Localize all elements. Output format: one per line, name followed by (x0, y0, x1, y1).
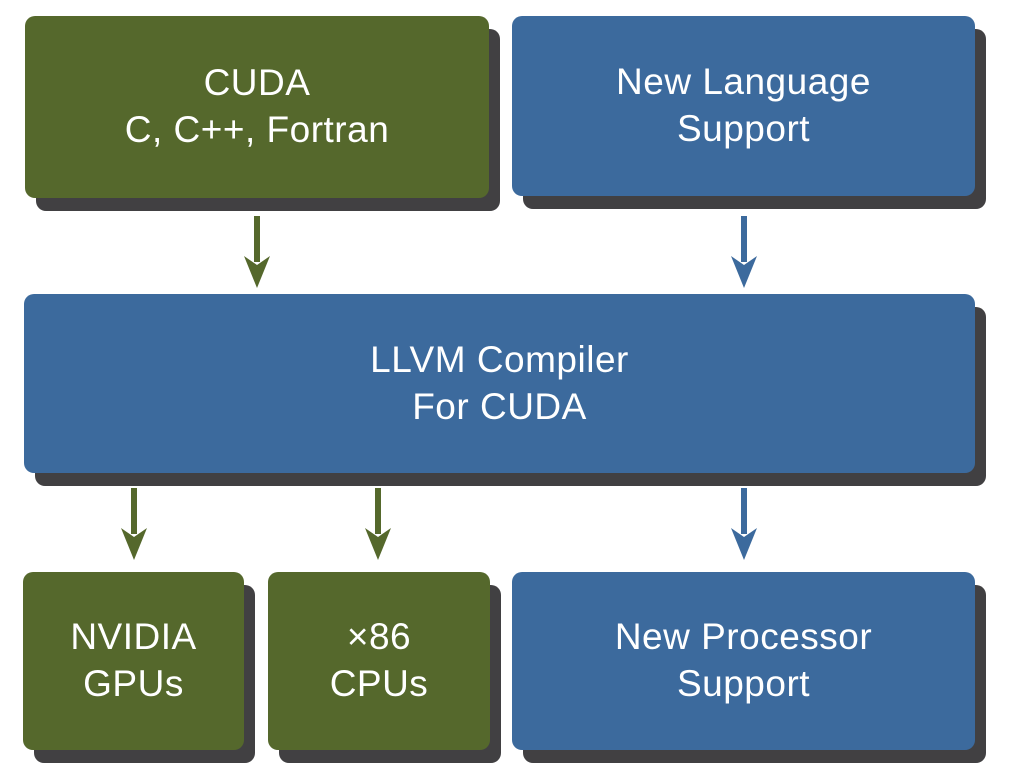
box-new-processor-support: New Processor Support (512, 572, 975, 750)
box-new-language-support: New Language Support (512, 16, 975, 196)
arrow-head (731, 256, 757, 288)
box-new-language-label-line2: Support (676, 108, 811, 149)
box-x86-label-line1: ×86 (346, 616, 412, 658)
box-llvm-compiler: LLVM Compiler For CUDA (24, 294, 975, 473)
arrow-head (365, 528, 391, 560)
box-x86-label-line2: CPUs (329, 663, 429, 704)
box-cuda-label-line1: CUDA (203, 62, 311, 104)
box-new-language-label-line1: New Language (616, 61, 871, 103)
box-llvm-label-line2: For CUDA (412, 385, 587, 427)
down-arrow-icon (121, 488, 147, 560)
box-llvm-label-line1: LLVM Compiler (370, 338, 629, 380)
box-new-processor-label-line2: Support (676, 663, 811, 704)
box-nvidia-gpus: NVIDIA GPUs (23, 572, 244, 750)
box-x86-cpus: ×86 CPUs (268, 572, 490, 750)
box-nvidia-label-line1: NVIDIA (70, 616, 197, 658)
arrow-head (121, 528, 147, 560)
box-new-processor-label-line1: New Processor (614, 616, 873, 658)
arrow-stem (254, 216, 260, 262)
arrow-head (244, 256, 270, 288)
down-arrow-icon (365, 488, 391, 560)
down-arrow-icon (731, 216, 757, 288)
arrow-stem (741, 216, 747, 262)
box-nvidia-label-line2: GPUs (83, 663, 184, 704)
arrow-stem (741, 488, 747, 534)
down-arrow-icon (731, 488, 757, 560)
box-cuda-languages: CUDA C, C++, Fortran (25, 16, 489, 198)
box-cuda-label-line2: C, C++, Fortran (124, 109, 390, 150)
arrow-head (731, 528, 757, 560)
arrow-stem (375, 488, 381, 534)
arrow-stem (131, 488, 137, 534)
down-arrow-icon (244, 216, 270, 288)
